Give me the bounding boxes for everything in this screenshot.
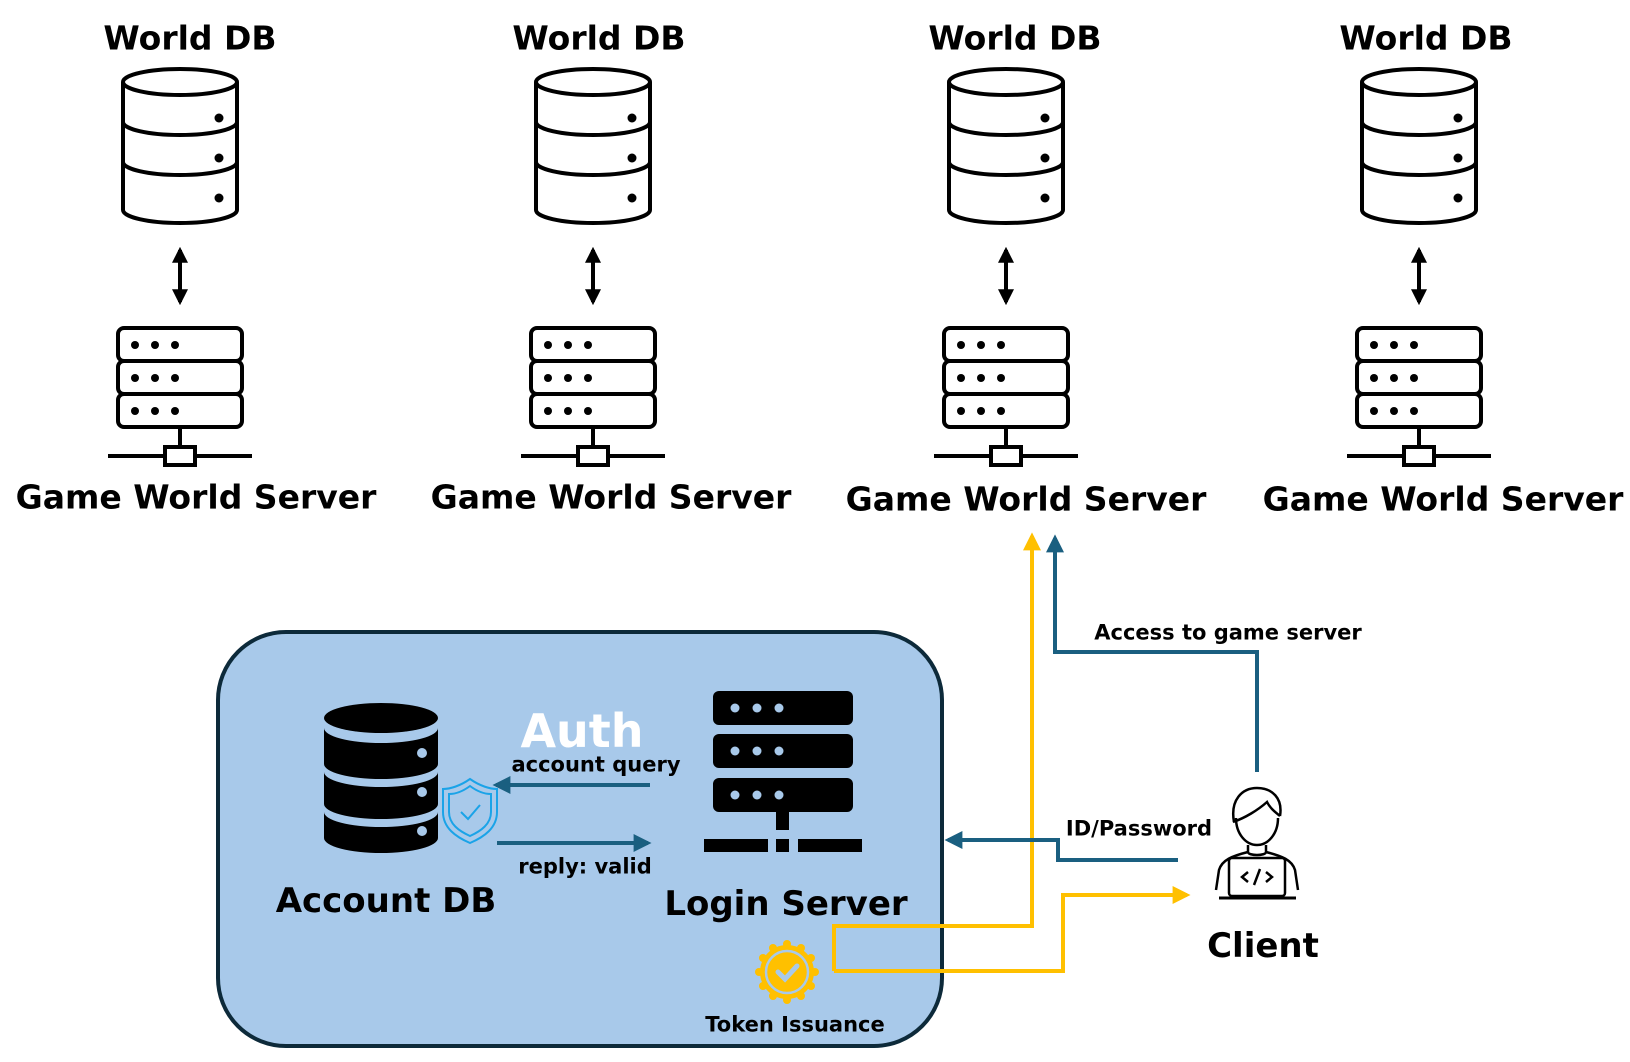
reply-valid-label: reply: valid bbox=[518, 854, 652, 879]
game-server-icon bbox=[519, 326, 667, 467]
world-db-icon bbox=[121, 67, 239, 225]
account-db-icon bbox=[324, 703, 438, 853]
token-to-game-server-arrow bbox=[832, 532, 1041, 971]
access-game-server-label: Access to game server bbox=[1094, 620, 1362, 645]
token-issuance-label: Token Issuance bbox=[705, 1012, 885, 1037]
game-server-icon bbox=[106, 326, 254, 467]
auth-label: Auth bbox=[520, 704, 644, 758]
world-db-label: World DB bbox=[1339, 18, 1513, 58]
account-query-label: account query bbox=[511, 752, 681, 777]
shield-check-icon bbox=[442, 777, 498, 845]
game-server-label: Game World Server bbox=[15, 477, 377, 517]
game-server-icon bbox=[932, 326, 1080, 467]
world-db-icon bbox=[1360, 67, 1478, 225]
world-db-label: World DB bbox=[928, 18, 1102, 58]
token-to-client-arrow bbox=[834, 886, 1191, 973]
game-server-label: Game World Server bbox=[1262, 479, 1624, 519]
login-server-icon bbox=[704, 691, 862, 852]
account-db-label: Account DB bbox=[275, 881, 497, 921]
game-server-icon bbox=[1345, 326, 1493, 467]
access-game-server-arrow bbox=[1046, 534, 1259, 772]
world-db-icon bbox=[947, 67, 1065, 225]
world-db-icon bbox=[534, 67, 652, 225]
world-db-label: World DB bbox=[512, 18, 686, 58]
client-user-icon bbox=[1214, 786, 1300, 900]
world-column-4 bbox=[1345, 67, 1493, 467]
id-password-label: ID/Password bbox=[1065, 816, 1213, 841]
game-server-label: Game World Server bbox=[430, 477, 792, 517]
login-server-label: Login Server bbox=[664, 884, 908, 924]
world-column-3 bbox=[932, 67, 1080, 467]
id-password-arrow bbox=[944, 831, 1178, 862]
client-label: Client bbox=[1207, 926, 1319, 966]
world-db-label: World DB bbox=[103, 18, 277, 58]
world-column-2 bbox=[519, 67, 667, 467]
game-server-label: Game World Server bbox=[845, 479, 1207, 519]
world-column-1 bbox=[106, 67, 254, 467]
token-badge-icon bbox=[755, 940, 819, 1004]
